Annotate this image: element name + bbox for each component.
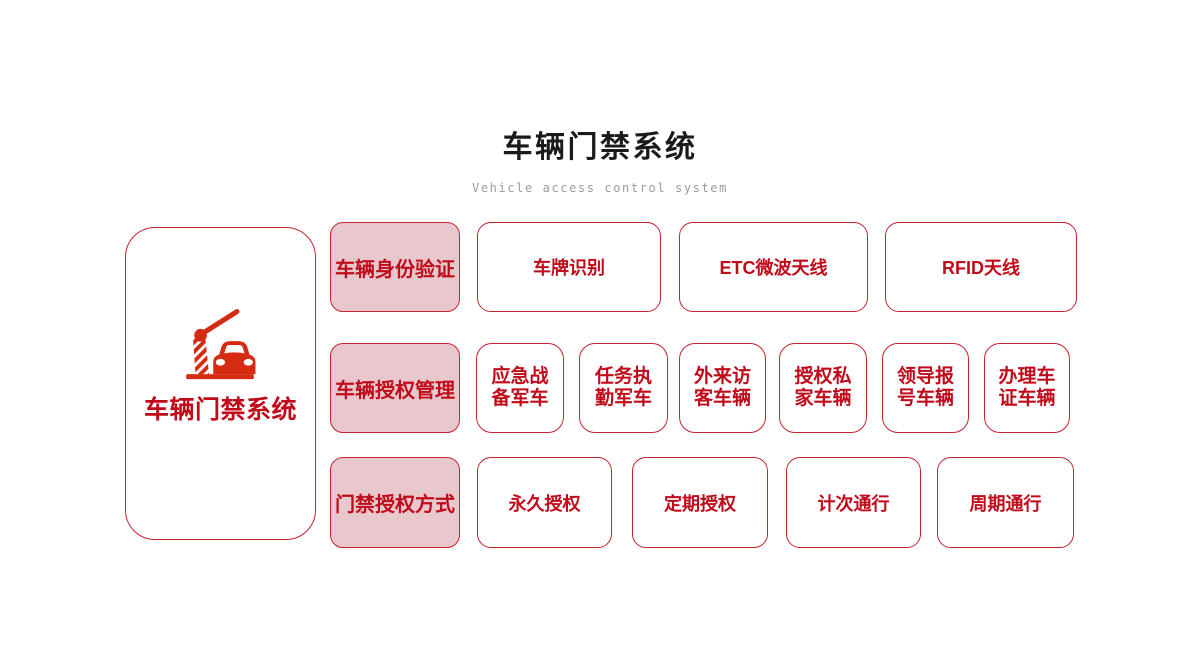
node-label: 任务执勤军车 xyxy=(594,365,652,409)
node-rfid-antenna: RFID天线 xyxy=(885,222,1077,312)
node-leader-reported-vehicle: 领导报号车辆 xyxy=(882,343,969,433)
node-count-based-pass: 计次通行 xyxy=(786,457,921,548)
category-vehicle-authorization-management: 车辆授权管理 xyxy=(330,343,460,433)
root-node-label: 车辆门禁系统 xyxy=(143,395,297,424)
node-label: 领导报号车辆 xyxy=(896,365,954,409)
node-periodic-authorization: 定期授权 xyxy=(632,457,768,548)
node-authorized-private-vehicle: 授权私家车辆 xyxy=(779,343,867,433)
page-subtitle: Vehicle access control system xyxy=(472,181,728,195)
category-vehicle-identity-verification: 车辆身份验证 xyxy=(330,222,460,312)
node-label: 办理车证车辆 xyxy=(998,365,1056,409)
node-label: 应急战备军车 xyxy=(491,365,549,409)
category-access-authorization-mode: 门禁授权方式 xyxy=(330,457,460,548)
node-plate-recognition: 车牌识别 xyxy=(477,222,661,312)
page-title: 车辆门禁系统 xyxy=(502,131,698,164)
root-node: 车辆门禁系统 xyxy=(125,227,316,540)
node-label: 授权私家车辆 xyxy=(794,365,852,409)
node-etc-microwave-antenna: ETC微波天线 xyxy=(679,222,868,312)
node-permanent-authorization: 永久授权 xyxy=(477,457,612,548)
node-label: 外来访客车辆 xyxy=(693,365,751,409)
node-emergency-military-vehicle: 应急战备军车 xyxy=(476,343,564,433)
root-node-content: 车辆门禁系统 xyxy=(144,304,297,426)
node-pass-registered-vehicle: 办理车证车辆 xyxy=(984,343,1070,433)
node-mission-duty-military-vehicle: 任务执勤军车 xyxy=(579,343,668,433)
node-external-visitor-vehicle: 外来访客车辆 xyxy=(679,343,766,433)
barrier-gate-car-icon xyxy=(186,308,256,379)
node-cycle-pass: 周期通行 xyxy=(937,457,1074,548)
